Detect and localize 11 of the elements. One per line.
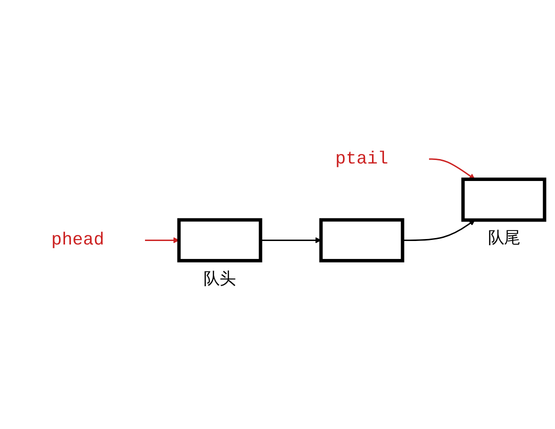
- node-box: [319, 218, 404, 262]
- node-text: phead: [51, 229, 104, 250]
- arrow: [260, 236, 322, 243]
- node-box: [177, 218, 262, 262]
- node-box: [461, 177, 546, 222]
- arrow: [429, 158, 476, 180]
- node-text: ptail: [335, 148, 388, 168]
- node-caption: 队尾: [488, 228, 520, 247]
- arrow: [145, 236, 180, 243]
- node-caption: 队头: [204, 268, 236, 288]
- arrow: [402, 219, 476, 240]
